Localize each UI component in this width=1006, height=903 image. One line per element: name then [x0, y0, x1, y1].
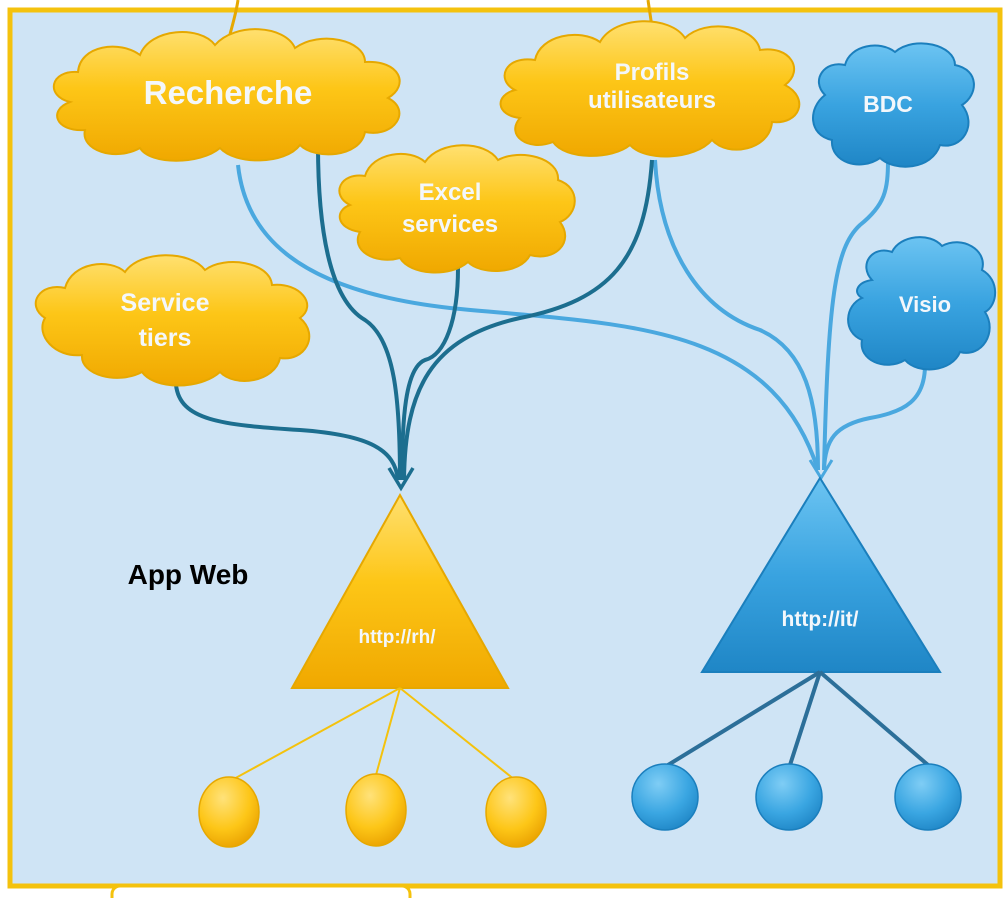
it-tree-branch [666, 670, 822, 767]
service-profils-label-line2: utilisateurs [588, 87, 716, 114]
app-web-label: App Web [128, 559, 249, 590]
it-site-collections [631, 670, 962, 831]
rh-site-collections [198, 687, 547, 848]
web-app-rh-url: http://rh/ [358, 627, 436, 648]
service-profils-utilisateurs[interactable]: Profils utilisateurs [499, 20, 801, 158]
service-bdc-label: BDC [863, 91, 913, 117]
rh-site-collection[interactable] [198, 776, 260, 848]
cloud-shape [812, 42, 975, 168]
it-site-collection[interactable] [755, 763, 823, 831]
web-app-it[interactable]: http://it/ [700, 476, 942, 673]
rh-tree-branch [399, 687, 516, 781]
it-tree-branch [788, 671, 822, 766]
cloud-shape [338, 144, 576, 274]
service-recherche-label: Recherche [144, 74, 313, 111]
connector-profils-to-it [653, 159, 820, 471]
it-tree-branch [818, 670, 930, 767]
service-excel-label-line2: services [402, 211, 498, 238]
service-tiers[interactable]: Service tiers [34, 254, 311, 387]
cloud-shape [847, 236, 997, 371]
web-app-it-url: http://it/ [782, 608, 859, 631]
rh-tree-branch [231, 687, 401, 781]
cloud-shape [499, 20, 801, 158]
rh-site-collection[interactable] [485, 776, 547, 848]
it-site-collection[interactable] [894, 763, 962, 831]
service-tiers-label-line2: tiers [139, 324, 192, 352]
cloud-shape [34, 254, 311, 387]
connector-recherche-to-it [236, 164, 820, 471]
service-recherche[interactable]: Recherche [52, 28, 401, 162]
connector-tiers-to-rh [174, 384, 400, 481]
it-site-collection[interactable] [631, 763, 699, 831]
service-tiers-label-line1: Service [121, 289, 210, 317]
service-profils-label-line1: Profils [615, 59, 690, 86]
service-visio[interactable]: Visio [847, 236, 997, 371]
connector-profils-to-rh [402, 159, 654, 481]
bottom-label-stub [110, 884, 412, 903]
service-bdc[interactable]: BDC [812, 42, 975, 168]
cloud-shape [52, 28, 401, 162]
arrow-rh [387, 467, 415, 492]
rh-site-collection[interactable] [345, 773, 407, 847]
connector-visio-to-it [822, 364, 927, 471]
service-visio-label: Visio [899, 292, 951, 317]
connector-recherche-to-rh [316, 144, 402, 481]
connector-bdc-to-it [822, 159, 890, 471]
service-excel-label-line1: Excel [419, 179, 482, 206]
rh-tree-branch [375, 687, 401, 776]
service-excel[interactable]: Excel services [338, 144, 576, 274]
connector-excel-to-rh [400, 267, 460, 481]
